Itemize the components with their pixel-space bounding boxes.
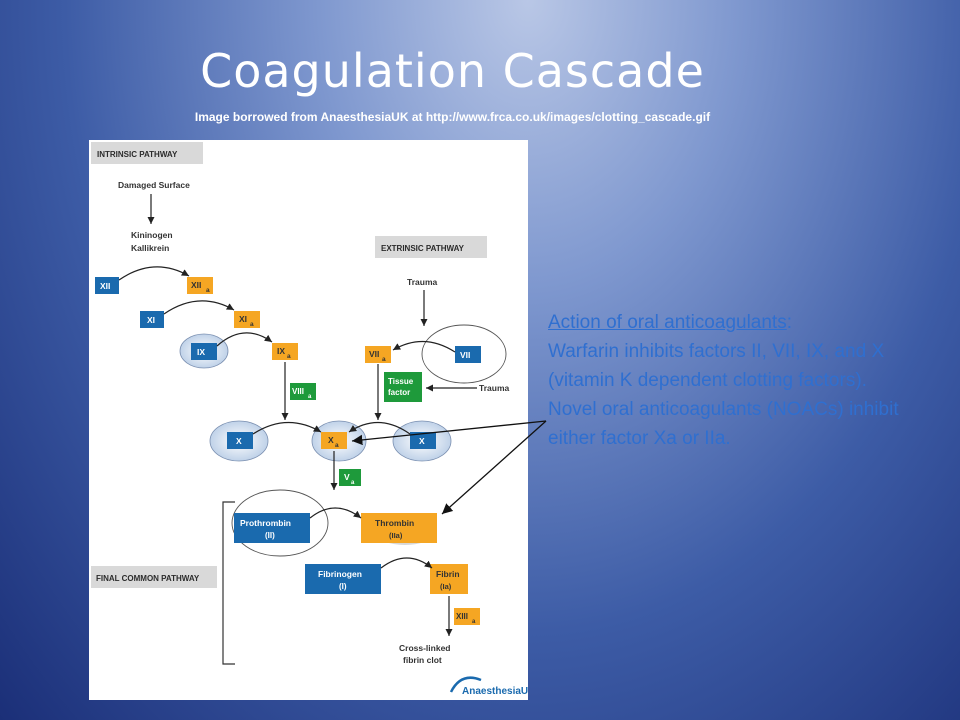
slide-title: Coagulation Cascade — [200, 44, 705, 98]
factor-xia: XI a — [234, 311, 260, 328]
factor-vii: VII — [455, 346, 481, 363]
image-credit: Image borrowed from AnaesthesiaUK at htt… — [194, 110, 711, 124]
svg-text:a: a — [472, 619, 476, 625]
svg-text:Fibrinogen: Fibrinogen — [318, 569, 362, 579]
svg-text:XI: XI — [239, 314, 247, 324]
label-crosslinked: Cross-linked — [399, 643, 451, 653]
svg-text:XIII: XIII — [456, 612, 468, 621]
svg-text:a: a — [335, 442, 339, 449]
svg-text:X: X — [419, 436, 425, 446]
label-fibrin-clot: fibrin clot — [403, 655, 442, 665]
svg-text:IX: IX — [197, 347, 205, 357]
svg-text:a: a — [382, 356, 386, 363]
svg-text:EXTRINSIC PATHWAY: EXTRINSIC PATHWAY — [381, 244, 465, 253]
svg-text:XII: XII — [100, 281, 110, 291]
svg-text:(IIa): (IIa) — [389, 531, 403, 540]
header-intrinsic: INTRINSIC PATHWAY — [91, 142, 203, 164]
svg-text:Prothrombin: Prothrombin — [240, 518, 291, 528]
svg-text:(I): (I) — [339, 582, 347, 591]
svg-text:V: V — [344, 472, 350, 482]
svg-text:VII: VII — [369, 349, 379, 359]
factor-xiia: XII a — [187, 277, 213, 294]
header-extrinsic: EXTRINSIC PATHWAY — [375, 236, 487, 258]
note-heading: Action of oral anticoagulants — [548, 312, 787, 333]
svg-text:Tissue: Tissue — [388, 377, 414, 386]
factor-tissue: Tissue factor — [384, 372, 422, 402]
diagram-canvas: INTRINSIC PATHWAY EXTRINSIC PATHWAY FINA… — [91, 142, 528, 697]
factor-xi: XI — [140, 311, 164, 328]
label-kininogen: Kininogen — [131, 230, 173, 240]
svg-text:Fibrin: Fibrin — [436, 569, 460, 579]
factor-va: V a — [339, 469, 361, 486]
factor-xa: X a — [321, 432, 347, 449]
svg-text:INTRINSIC PATHWAY: INTRINSIC PATHWAY — [97, 150, 178, 159]
svg-text:a: a — [206, 287, 210, 294]
factor-thrombin: Thrombin (IIa) — [361, 513, 437, 543]
svg-text:VII: VII — [460, 350, 470, 360]
svg-text:VIII: VIII — [292, 387, 304, 396]
factor-ix: IX — [191, 343, 217, 360]
label-trauma-side: Trauma — [479, 383, 510, 393]
factor-fibrinogen: Fibrinogen (I) — [305, 564, 381, 594]
svg-text:FINAL COMMON PATHWAY: FINAL COMMON PATHWAY — [96, 574, 200, 583]
factor-fibrin: Fibrin (Ia) — [430, 564, 468, 594]
svg-text:factor: factor — [388, 388, 410, 397]
svg-text:Thrombin: Thrombin — [375, 518, 414, 528]
header-common: FINAL COMMON PATHWAY — [91, 566, 217, 588]
anaesthesiauk-logo: AnaesthesiaUK — [449, 676, 528, 697]
label-damaged-surface: Damaged Surface — [118, 180, 190, 190]
svg-text:X: X — [328, 435, 334, 445]
svg-text:a: a — [351, 480, 355, 486]
factor-xii: XII — [95, 277, 119, 294]
svg-text:(II): (II) — [265, 531, 275, 540]
factor-x-right: X — [410, 432, 436, 449]
factor-xiiia: XIII a — [454, 608, 480, 625]
factor-viia: VII a — [365, 346, 391, 363]
svg-text:XI: XI — [147, 315, 155, 325]
svg-text:(Ia): (Ia) — [440, 582, 452, 591]
note-heading-colon: : — [786, 312, 792, 333]
common-pathway-bracket — [222, 501, 235, 665]
factor-ixa: IX a — [272, 343, 298, 360]
coagulation-diagram: INTRINSIC PATHWAY EXTRINSIC PATHWAY FINA… — [89, 140, 528, 700]
label-kallikrein: Kallikrein — [131, 243, 169, 253]
anticoagulant-note: Action of oral anticoagulants: Warfarin … — [548, 308, 928, 453]
svg-text:a: a — [250, 321, 254, 328]
factor-x-left: X — [227, 432, 253, 449]
label-trauma-top: Trauma — [407, 277, 438, 287]
note-noacs: Novel oral anticoagulants (NOACs) inhibi… — [548, 399, 899, 449]
svg-text:XII: XII — [191, 280, 201, 290]
factor-viiia: VIII a — [290, 383, 316, 400]
svg-text:IX: IX — [277, 346, 285, 356]
svg-text:AnaesthesiaUK: AnaesthesiaUK — [462, 686, 528, 697]
factor-prothrombin: Prothrombin (II) — [234, 513, 310, 543]
svg-text:X: X — [236, 436, 242, 446]
svg-text:a: a — [287, 353, 291, 360]
svg-text:a: a — [308, 394, 312, 400]
note-warfarin: Warfarin inhibits factors II, VII, IX, a… — [548, 341, 885, 391]
